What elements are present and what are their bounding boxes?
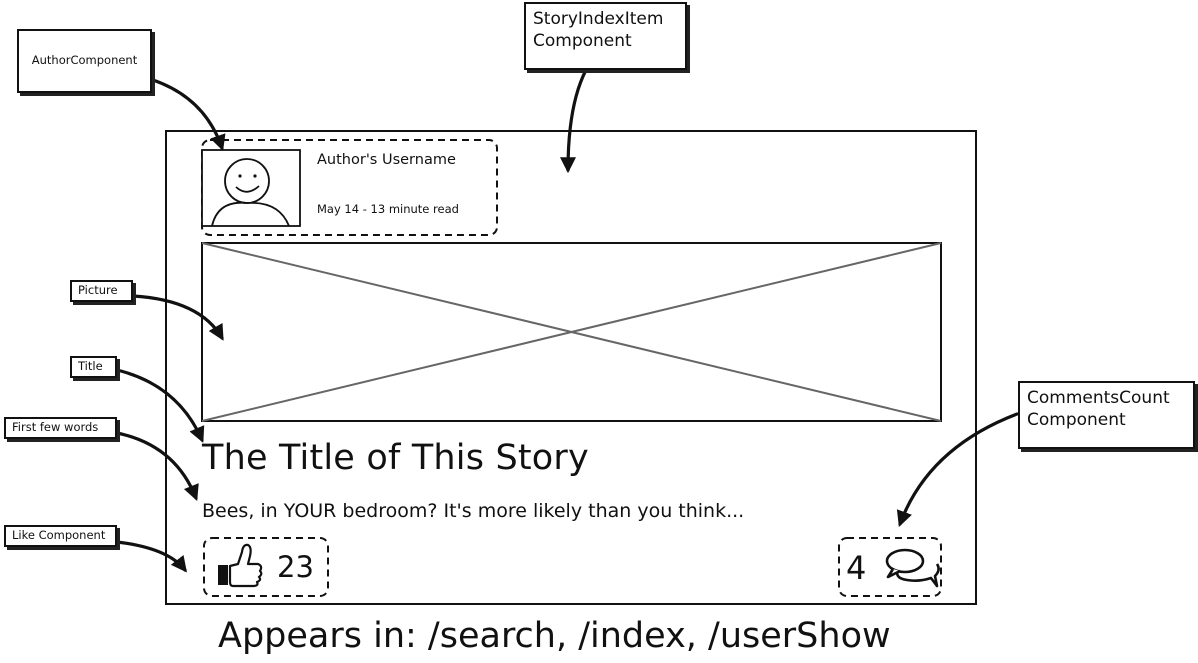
annotation-title-text: Title [78,359,103,373]
story-snippet: Bees, in YOUR bedroom? It's more likely … [202,500,745,522]
avatar-placeholder-icon [201,149,301,227]
annotation-picture-text: Picture [78,283,118,297]
image-placeholder-icon [201,242,942,422]
annotation-arrows [115,68,1019,573]
annotation-story-index-item: StoryIndexItem Component [524,2,687,70]
arrow-title [115,368,205,443]
annotation-story-index-item-line2: Component [533,31,632,52]
annotation-comments-count-line2: Component [1027,410,1126,431]
author-username: Author's Username [317,152,456,168]
comments-count-group [838,537,942,597]
arrow-author-component [151,78,226,152]
arrow-picture [131,294,224,341]
arrow-story-index-item [560,68,588,174]
arrow-like-component [115,540,187,573]
arrow-comments-count [896,412,1019,528]
annotation-title: Title [70,356,117,378]
annotation-first-few-words: First few words [4,417,117,439]
annotation-comments-count: CommentsCount Component [1018,381,1195,449]
annotation-comments-count-line1: CommentsCount [1027,388,1170,408]
author-meta: May 14 - 13 minute read [317,202,459,216]
appears-in-caption: Appears in: /search, /index, /userShow [218,616,891,656]
like-component-group [203,537,329,597]
speech-bubbles-icon [885,548,940,588]
annotation-like-component: Like Component [4,525,117,547]
arrow-first-few-words [115,431,199,501]
annotation-like-component-text: Like Component [12,528,106,542]
annotation-story-index-item-line1: StoryIndexItem [533,9,664,29]
thumbs-up-icon [218,543,263,588]
annotation-author-component-text: AuthorComponent [31,53,138,68]
annotation-first-few-words-text: First few words [12,420,99,434]
like-count: 23 [277,550,314,584]
annotation-picture: Picture [70,280,133,302]
comments-count: 4 [846,549,867,587]
annotation-author-component: AuthorComponent [17,29,152,93]
story-title: The Title of This Story [202,438,589,478]
